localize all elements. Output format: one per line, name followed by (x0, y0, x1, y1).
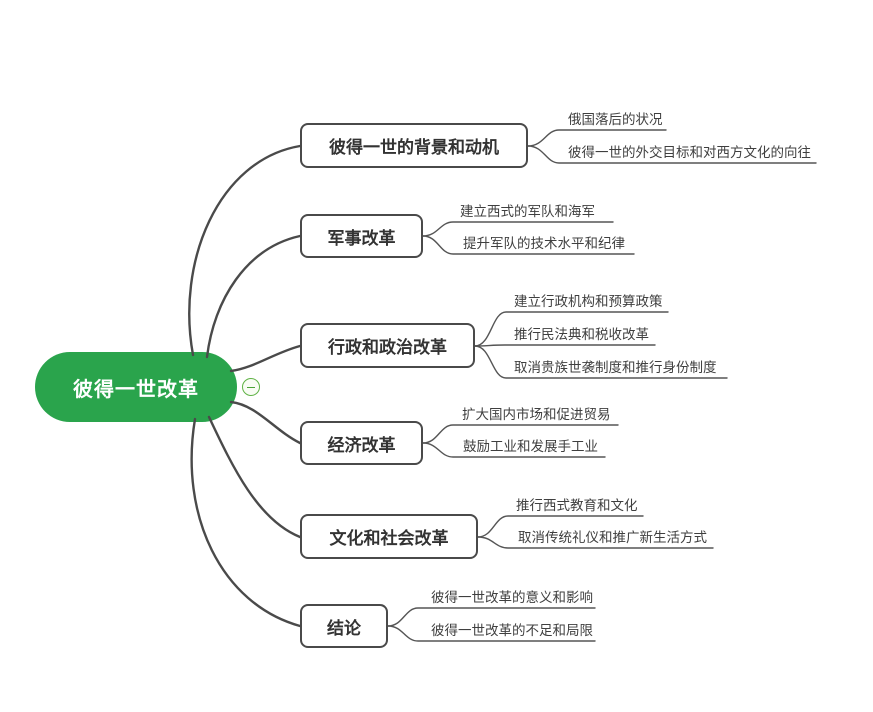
leaf-node[interactable]: 彼得一世的外交目标和对西方文化的向往 (568, 145, 811, 160)
branch-node-background[interactable]: 彼得一世的背景和动机 (300, 123, 528, 168)
branch-node-conclusion[interactable]: 结论 (300, 604, 388, 648)
branch-node-administration[interactable]: 行政和政治改革 (300, 323, 475, 368)
branch-node-military[interactable]: 军事改革 (300, 214, 423, 258)
leaf-node[interactable]: 取消贵族世袭制度和推行身份制度 (514, 360, 717, 375)
branch-leaf-connectors (387, 129, 817, 642)
collapse-button[interactable] (242, 378, 260, 396)
leaf-node[interactable]: 推行民法典和税收改革 (514, 327, 649, 342)
leaf-node[interactable]: 鼓励工业和发展手工业 (463, 439, 598, 454)
leaf-node[interactable]: 扩大国内市场和促进贸易 (462, 407, 611, 422)
leaf-node[interactable]: 建立西式的军队和海军 (460, 204, 595, 219)
leaf-node[interactable]: 建立行政机构和预算政策 (514, 294, 663, 309)
leaf-node[interactable]: 彼得一世改革的不足和局限 (431, 623, 593, 638)
minus-icon (247, 386, 255, 388)
leaf-node[interactable]: 俄国落后的状况 (568, 112, 663, 127)
leaf-node[interactable]: 取消传统礼仪和推广新生活方式 (518, 530, 707, 545)
leaf-node[interactable]: 推行西式教育和文化 (516, 498, 638, 513)
branch-node-economy[interactable]: 经济改革 (300, 421, 423, 465)
root-node[interactable]: 彼得一世改革 (35, 352, 237, 422)
leaf-node[interactable]: 彼得一世改革的意义和影响 (431, 590, 593, 605)
leaf-node[interactable]: 提升军队的技术水平和纪律 (463, 236, 625, 251)
branch-node-culture[interactable]: 文化和社会改革 (300, 514, 478, 559)
